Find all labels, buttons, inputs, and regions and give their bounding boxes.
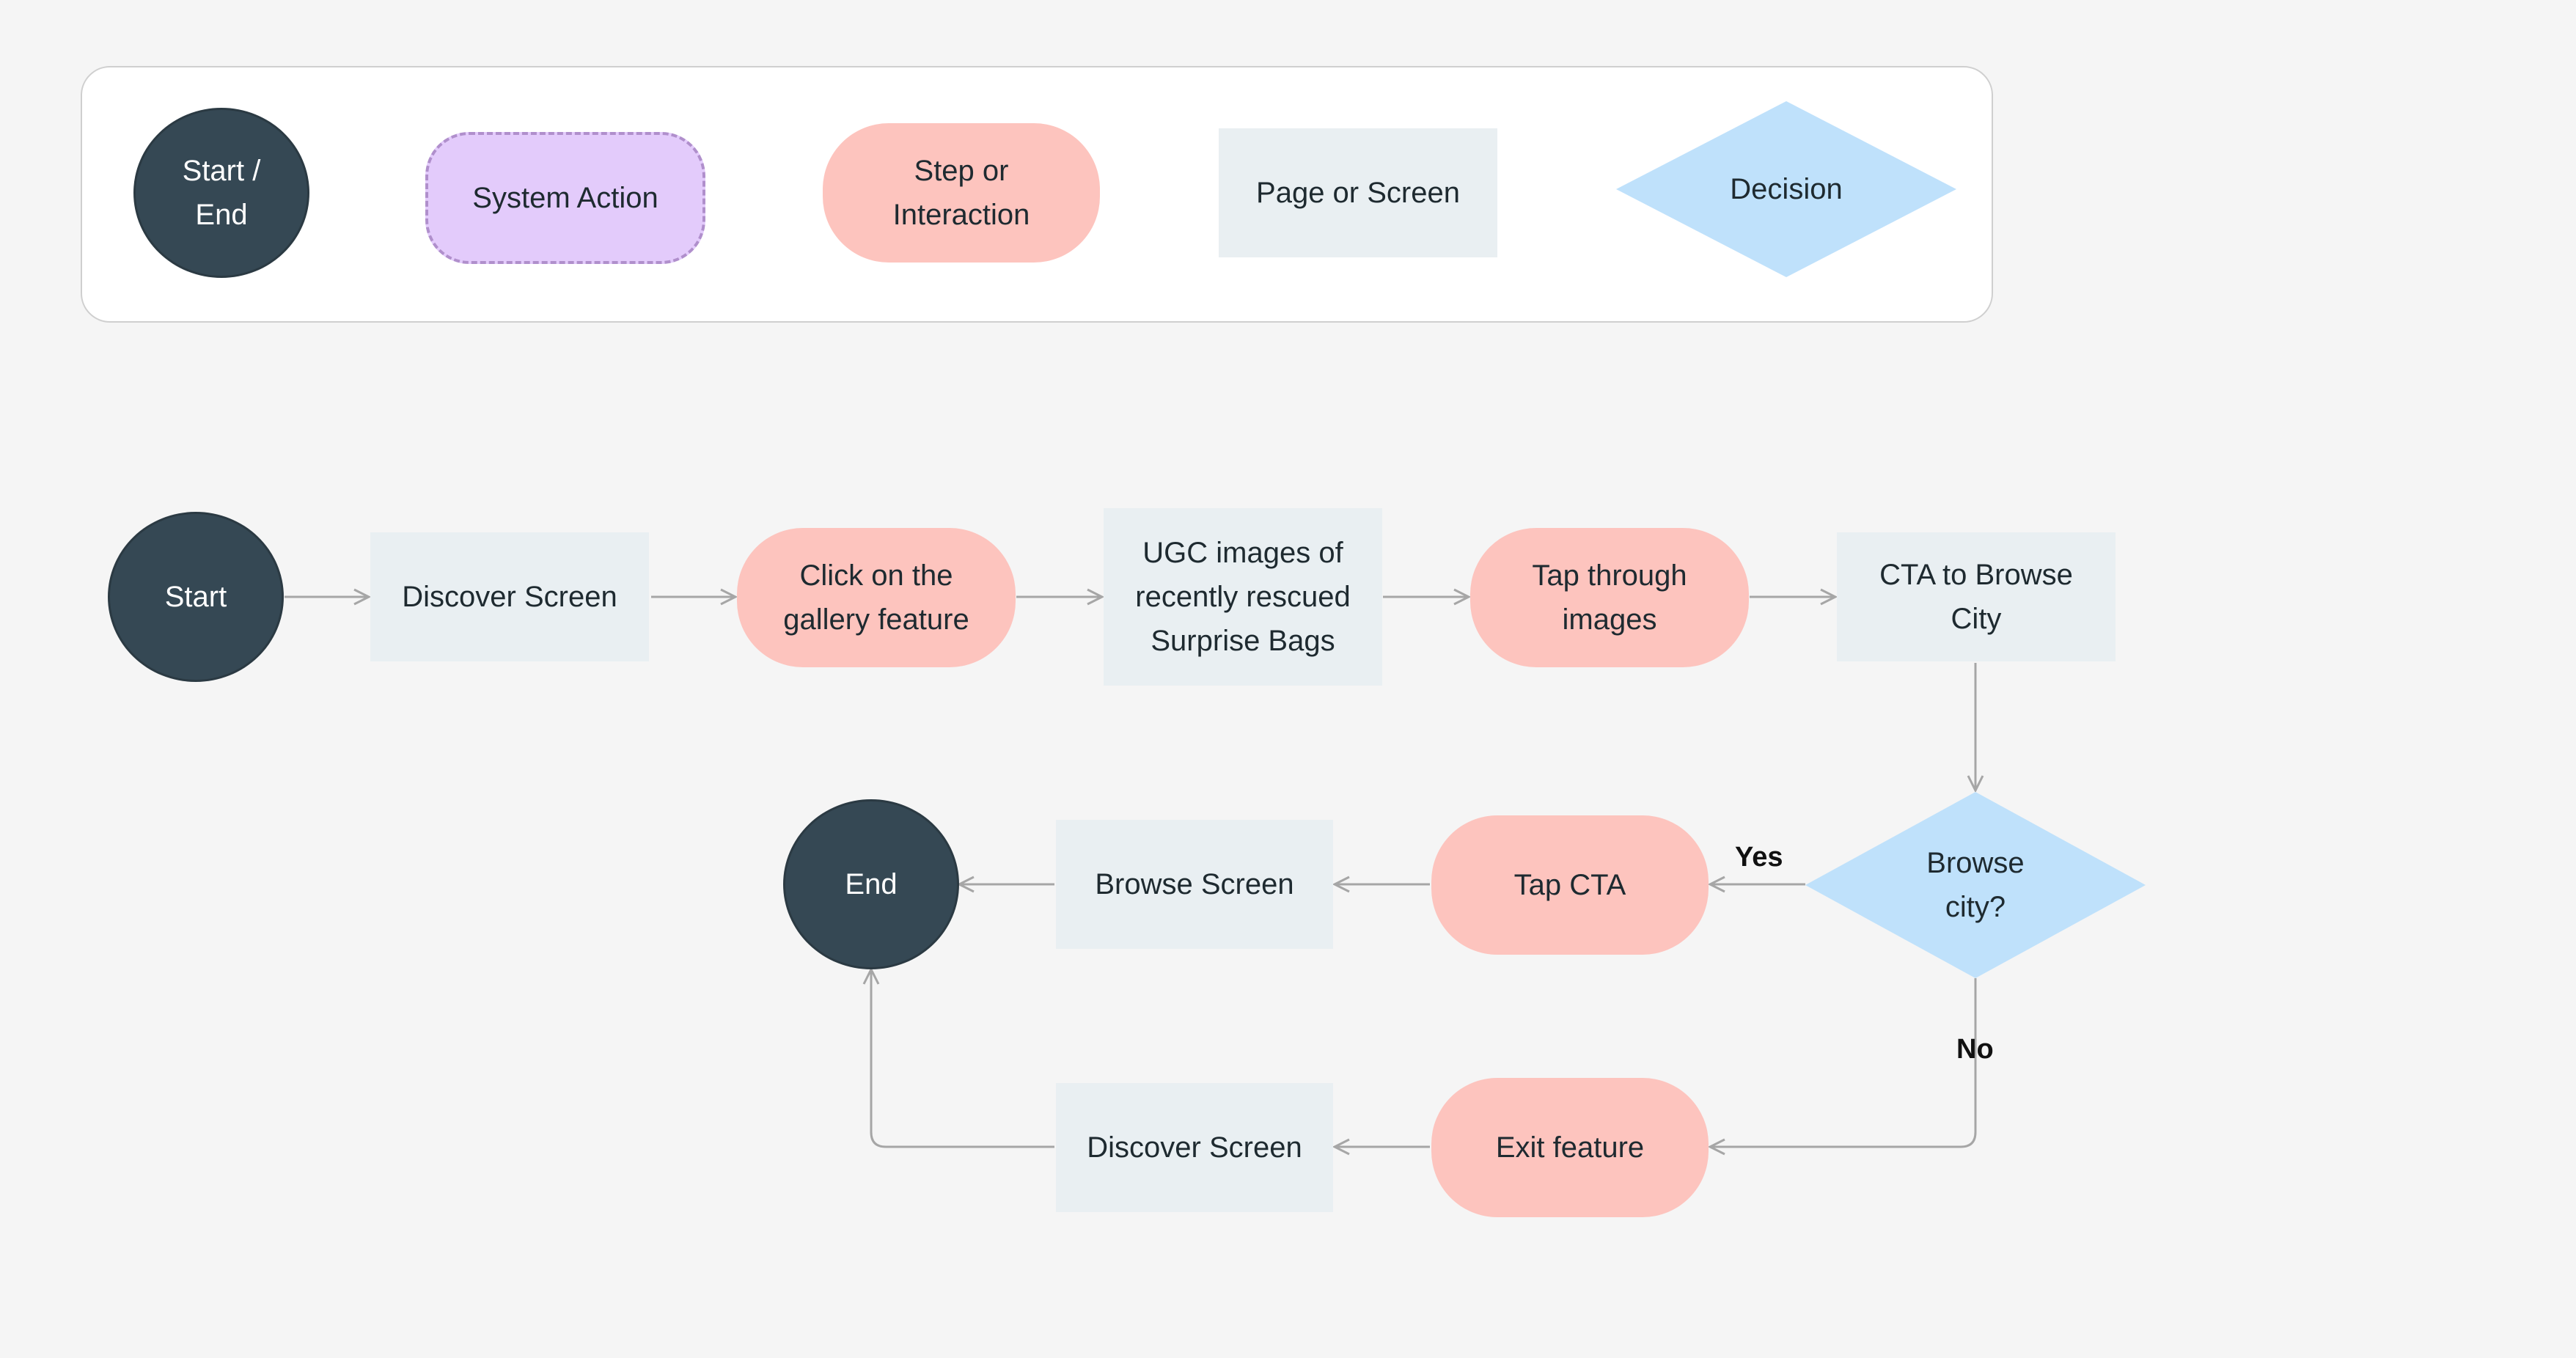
no-label: No (1956, 1034, 1994, 1065)
browse-city-decision-shape (1805, 792, 2146, 978)
end-node-label: End (845, 868, 898, 900)
legend-start-end-label: Start / End (182, 155, 261, 231)
click-gallery-node: Click on the gallery feature (737, 528, 1016, 667)
legend-system-action: System Action (425, 132, 705, 264)
tap-through-node: Tap through images (1470, 528, 1749, 667)
legend-step-interaction: Step or Interaction (823, 123, 1100, 263)
browse-screen-label: Browse Screen (1095, 868, 1294, 900)
ugc-images-node: UGC images of recently rescued Surprise … (1104, 508, 1382, 686)
exit-feature-label: Exit feature (1495, 1131, 1645, 1164)
tap-cta-label: Tap CTA (1513, 869, 1626, 901)
tap-cta-node: Tap CTA (1431, 815, 1709, 955)
end-node: End (783, 799, 959, 969)
yes-label: Yes (1735, 842, 1783, 873)
discover-screen-2-node: Discover Screen (1056, 1083, 1333, 1212)
legend-decision: Decision (1616, 101, 1956, 277)
browse-city-decision-label: Browse city? (1926, 847, 2025, 923)
browse-screen-node: Browse Screen (1056, 820, 1333, 949)
start-node-label: Start (164, 581, 227, 613)
tap-through-label: Tap through images (1532, 559, 1687, 636)
discover-screen-node: Discover Screen (370, 532, 649, 661)
legend-decision-label: Decision (1730, 173, 1843, 205)
edge-discover2-end (871, 969, 1054, 1148)
discover-screen-label: Discover Screen (402, 581, 617, 613)
start-node: Start (108, 512, 284, 682)
legend-page-screen: Page or Screen (1219, 128, 1497, 257)
legend-start-end: Start / End (133, 108, 309, 278)
ugc-images-label: UGC images of recently rescued Surprise … (1135, 537, 1351, 657)
browse-city-decision: Browse city? (1805, 792, 2146, 978)
edge-decision-exit (1710, 978, 1977, 1147)
legend-page-screen-label: Page or Screen (1256, 177, 1460, 209)
click-gallery-label: Click on the gallery feature (783, 559, 969, 636)
discover-screen-2-label: Discover Screen (1087, 1131, 1302, 1164)
cta-browse-city-label: CTA to Browse City (1879, 559, 2073, 635)
legend-step-interaction-label: Step or Interaction (892, 155, 1030, 231)
legend-decision-shape (1616, 101, 1956, 277)
exit-feature-node: Exit feature (1431, 1078, 1709, 1217)
cta-browse-city-node: CTA to Browse City (1837, 532, 2116, 661)
legend-system-action-label: System Action (472, 182, 658, 214)
